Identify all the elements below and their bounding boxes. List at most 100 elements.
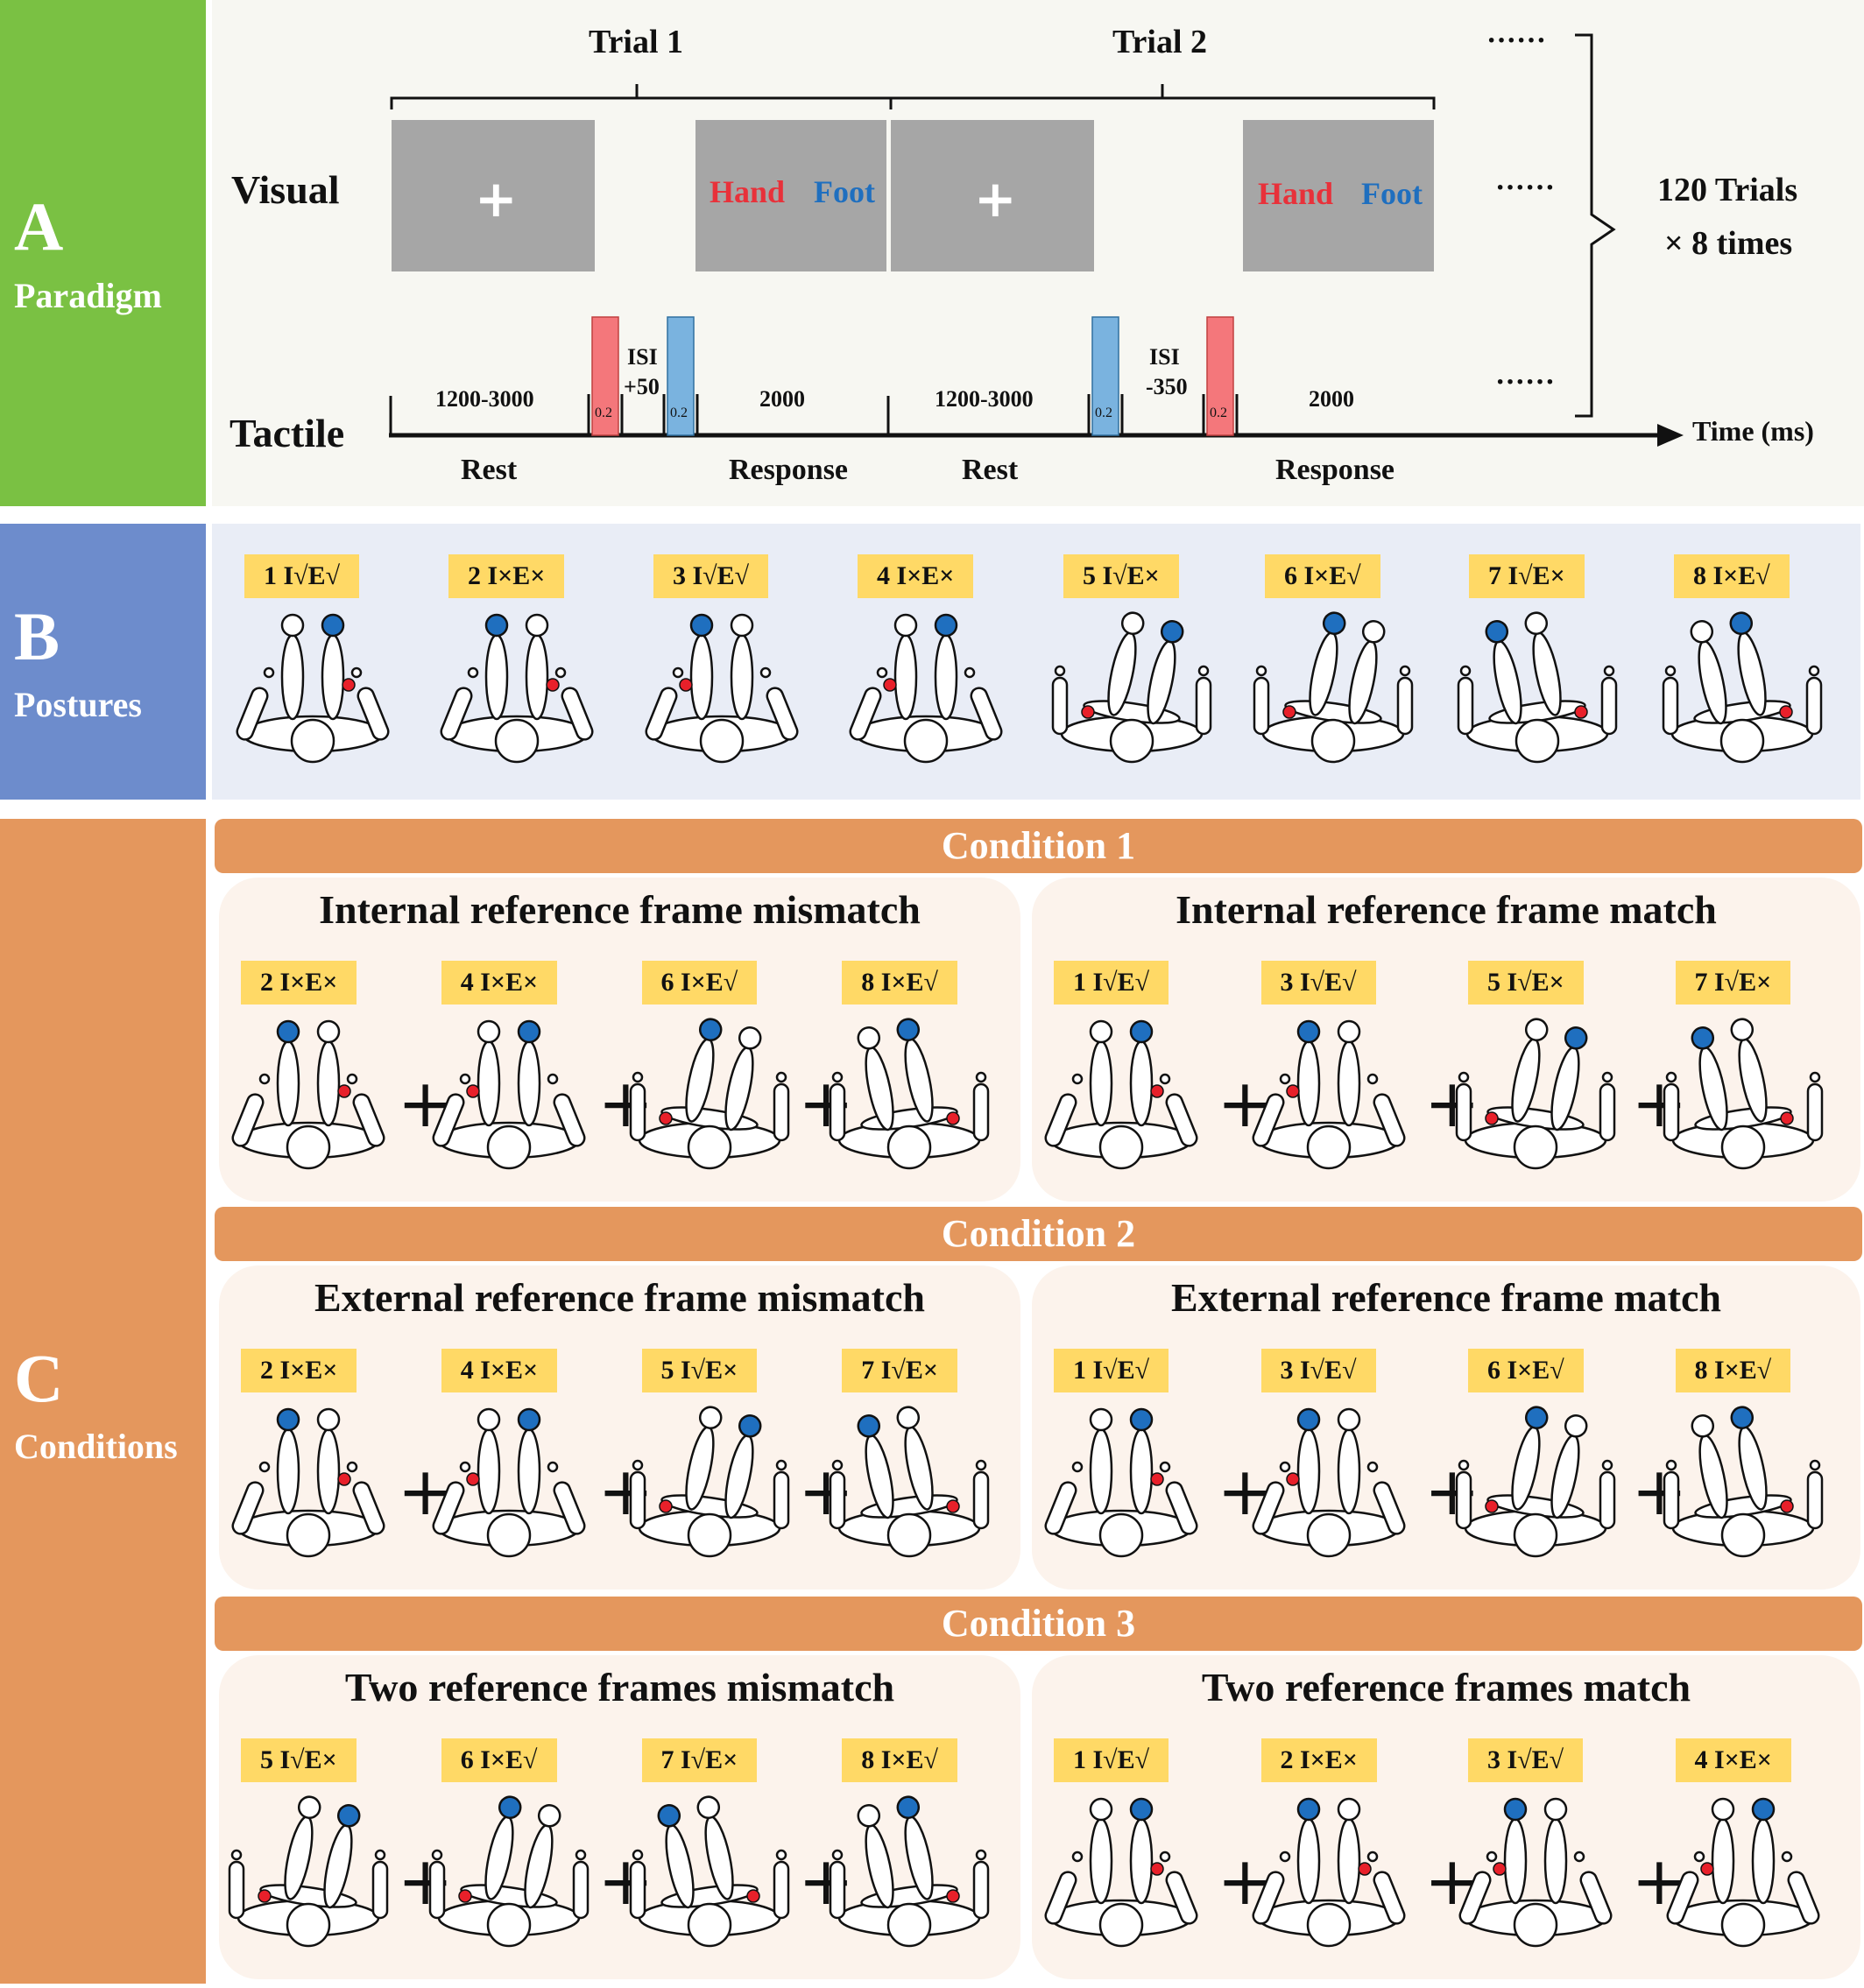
condition-1-right-badge-5: 5 I√E× — [1468, 961, 1584, 1005]
paradigm-diagram — [389, 33, 1684, 447]
dots-1: ······ — [1486, 25, 1547, 57]
condition-3-right-badge-3: 3 I√E√ — [1468, 1738, 1584, 1782]
condition-1-left-badge-4: 4 I×E× — [441, 961, 558, 1005]
posture-figure-5 — [1044, 611, 1219, 773]
condition-2-left-figure-4 — [421, 1406, 597, 1568]
isi-value-2: -350 — [1146, 374, 1188, 399]
response-screen-2 — [1243, 120, 1434, 271]
panel-a-word: Paradigm — [14, 276, 162, 315]
posture-badge-5: 5 I√E× — [1063, 554, 1179, 598]
rest-label-2: Rest — [962, 454, 1019, 486]
condition-2-right-badge-3: 3 I√E√ — [1260, 1349, 1376, 1392]
condition-2-left-figure-7 — [822, 1406, 997, 1568]
response-label-1: Response — [729, 454, 849, 486]
posture-badge-6: 6 I×E√ — [1265, 554, 1380, 598]
condition-1-left-figure-4 — [421, 1018, 597, 1180]
condition-3-right-badge-2: 2 I×E× — [1260, 1738, 1377, 1782]
condition-1-right-title: Internal reference frame match — [1176, 887, 1717, 932]
rest-label-1: Rest — [461, 454, 518, 486]
tactile-label: Tactile — [229, 411, 345, 455]
response-duration-1: 2000 — [759, 386, 805, 412]
dots-3: ······ — [1495, 366, 1556, 398]
condition-1-left-badge-8: 8 I×E√ — [842, 961, 957, 1005]
condition-3-left-figure-8 — [822, 1795, 997, 1957]
condition-1-left-figure-8 — [822, 1018, 997, 1180]
fixation-screen-1 — [392, 120, 595, 271]
fixation-screen-2 — [891, 120, 1094, 271]
panel-b-word: Postures — [14, 685, 142, 724]
panel-b-letter: B — [14, 598, 60, 674]
condition-1-left-title: Internal reference frame mismatch — [319, 887, 921, 932]
isi-label-1: ISI — [627, 344, 658, 370]
condition-1-right-figure-5 — [1448, 1018, 1623, 1180]
trial2-brace — [889, 84, 1436, 109]
rest-duration-2: 1200-3000 — [935, 386, 1034, 412]
posture-figure-1 — [225, 611, 400, 773]
condition-1-right-figure-3 — [1241, 1018, 1416, 1180]
condition-3-right-badge-4: 4 I×E× — [1675, 1738, 1791, 1782]
condition-header-1: Condition 1 — [215, 819, 1862, 873]
condition-header-2: Condition 2 — [215, 1207, 1862, 1261]
condition-3-left-title: Two reference frames mismatch — [344, 1665, 895, 1710]
foot-text-1: Foot — [814, 174, 875, 209]
condition-3-right-figure-3 — [1448, 1795, 1623, 1957]
hand-text-2: Hand — [1258, 176, 1334, 211]
foot-text-2: Foot — [1361, 176, 1423, 211]
panel-c-word: Conditions — [14, 1427, 178, 1466]
panel-c-label: C Conditions — [0, 819, 206, 1984]
posture-figure-4 — [838, 611, 1013, 773]
trial1-brace — [390, 84, 893, 109]
condition-2-right-figure-1 — [1034, 1406, 1209, 1568]
dots-2: ······ — [1495, 172, 1556, 204]
response-screen-1 — [695, 120, 886, 271]
condition-3-right-figure-2 — [1241, 1795, 1416, 1957]
condition-3-left-figure-7 — [622, 1795, 797, 1957]
panel-a-label: A Paradigm — [0, 0, 206, 506]
paradigm-panel: Trial 1 Trial 2 Visual Tactile + + Hand … — [212, 0, 1864, 506]
repeat-brace — [1575, 33, 1616, 418]
pulse-duration-2: 0.2 — [670, 405, 688, 420]
condition-1-right-figure-1 — [1034, 1018, 1209, 1180]
condition-3-left-badge-6: 6 I×E√ — [441, 1738, 557, 1782]
panel-b-label: B Postures — [0, 524, 206, 800]
red-pulse-1 — [591, 316, 619, 436]
blue-pulse-1 — [667, 316, 695, 436]
posture-figure-6 — [1246, 611, 1421, 773]
posture-figure-3 — [634, 611, 809, 773]
condition-1-right-badge-1: 1 I√E√ — [1054, 961, 1169, 1005]
panel-a-letter: A — [14, 188, 64, 264]
posture-figure-8 — [1655, 611, 1830, 773]
posture-badge-8: 8 I×E√ — [1674, 554, 1790, 598]
condition-3-left-badge-8: 8 I×E√ — [842, 1738, 957, 1782]
time-axis-arrow — [1657, 424, 1684, 447]
condition-2-left-figure-5 — [622, 1406, 797, 1568]
trials-times: × 8 times — [1664, 225, 1793, 262]
condition-2-right-figure-8 — [1656, 1406, 1831, 1568]
posture-badge-4: 4 I×E× — [858, 554, 974, 598]
condition-3-left-badge-5: 5 I√E× — [241, 1738, 357, 1782]
condition-2-left-badge-4: 4 I×E× — [441, 1349, 558, 1392]
condition-3-left-badge-7: 7 I√E× — [641, 1738, 758, 1782]
condition-2-right-badge-6: 6 I×E√ — [1468, 1349, 1584, 1392]
panel-c-letter: C — [14, 1340, 64, 1416]
condition-3-right-figure-4 — [1656, 1795, 1831, 1957]
condition-2-left-badge-2: 2 I×E× — [241, 1349, 357, 1392]
condition-1-left-figure-6 — [622, 1018, 797, 1180]
fixation-cross-1: + — [475, 169, 518, 229]
posture-figure-7 — [1450, 611, 1625, 773]
response-label-2: Response — [1275, 454, 1395, 486]
rest-duration-1: 1200-3000 — [435, 386, 534, 412]
pulse-duration-3: 0.2 — [1095, 405, 1112, 420]
condition-2-right-badge-1: 1 I√E√ — [1054, 1349, 1169, 1392]
condition-3-right-badge-1: 1 I√E√ — [1054, 1738, 1169, 1782]
red-pulse-2 — [1206, 316, 1234, 436]
visual-label: Visual — [231, 167, 340, 212]
postures-panel: 1 I√E√2 I×E×3 I√E√4 I×E×5 I√E×6 I×E√7 I√… — [212, 524, 1860, 800]
condition-1-left-figure-2 — [221, 1018, 396, 1180]
condition-1-right-badge-3: 3 I√E√ — [1260, 961, 1376, 1005]
condition-3-left-figure-6 — [421, 1795, 597, 1957]
